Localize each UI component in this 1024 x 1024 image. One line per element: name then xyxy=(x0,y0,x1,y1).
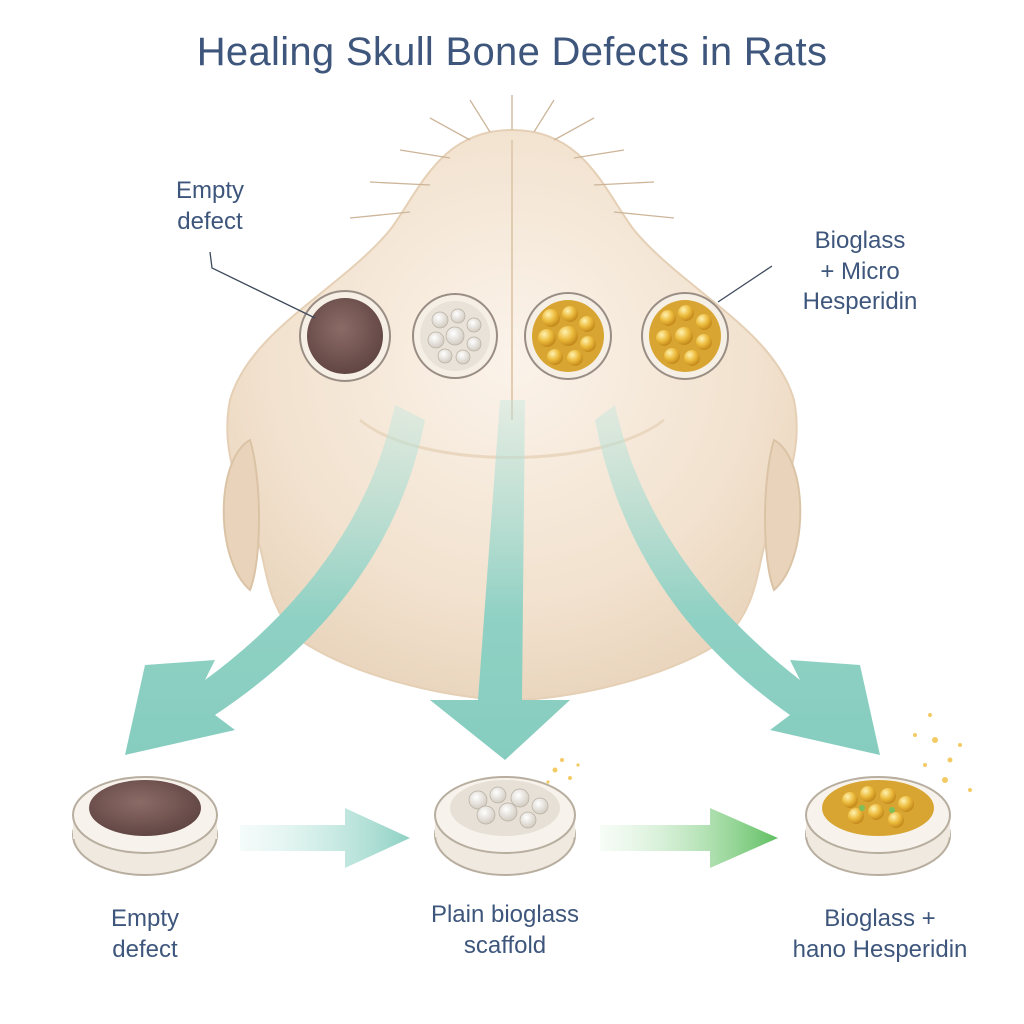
arrow-center-down xyxy=(430,400,570,760)
sparkles-center xyxy=(546,758,580,784)
label-plain-bioglass-scaffold: Plain bioglass scaffold xyxy=(400,900,610,961)
label-empty-defect-top: Empty defect xyxy=(140,176,280,237)
top-defect-plain-scaffold xyxy=(412,293,498,379)
label-line: + Micro xyxy=(820,257,900,285)
label-line: hano Hesperidin xyxy=(792,935,968,963)
label-line: scaffold xyxy=(463,931,547,959)
label-line: Bioglass xyxy=(814,227,906,254)
label-line: defect xyxy=(112,935,178,963)
skull-left-ear xyxy=(222,438,260,592)
arrow-left-down xyxy=(125,405,425,755)
label-line: defect xyxy=(177,207,243,235)
flow-arrows-down xyxy=(125,400,880,868)
label-bioglass-micro-hesperidin: Bioglass + Micro Hesperidin xyxy=(770,226,950,318)
top-defect-micro-hesperidin-2 xyxy=(641,292,729,380)
top-defect-empty xyxy=(299,290,391,382)
page-title: Healing Skull Bone Defects in Rats xyxy=(196,30,828,74)
sample-plain-scaffold xyxy=(434,776,576,876)
arrow-right-down xyxy=(595,405,880,755)
leader-line-micro xyxy=(717,265,773,303)
label-line: Plain bioglass xyxy=(430,901,580,928)
label-bioglass-nano-hesperidin: Bioglass + hano Hesperidin xyxy=(760,904,1000,965)
label-line: Empty xyxy=(175,177,244,204)
arrow-horizontal-left xyxy=(240,808,410,868)
top-defect-micro-hesperidin-1 xyxy=(524,292,612,380)
leader-line-empty xyxy=(209,251,316,319)
sample-empty-defect xyxy=(72,776,218,876)
label-line: Empty xyxy=(110,905,179,932)
label-line: Hesperidin xyxy=(802,288,918,316)
skull-right-ear xyxy=(764,438,802,592)
label-line: Bioglass + xyxy=(824,905,936,932)
arrow-horizontal-right xyxy=(600,808,778,868)
label-empty-defect-bottom: Empty defect xyxy=(80,904,210,965)
sample-nano-hesperidin xyxy=(805,713,972,876)
whiskers xyxy=(349,95,675,219)
